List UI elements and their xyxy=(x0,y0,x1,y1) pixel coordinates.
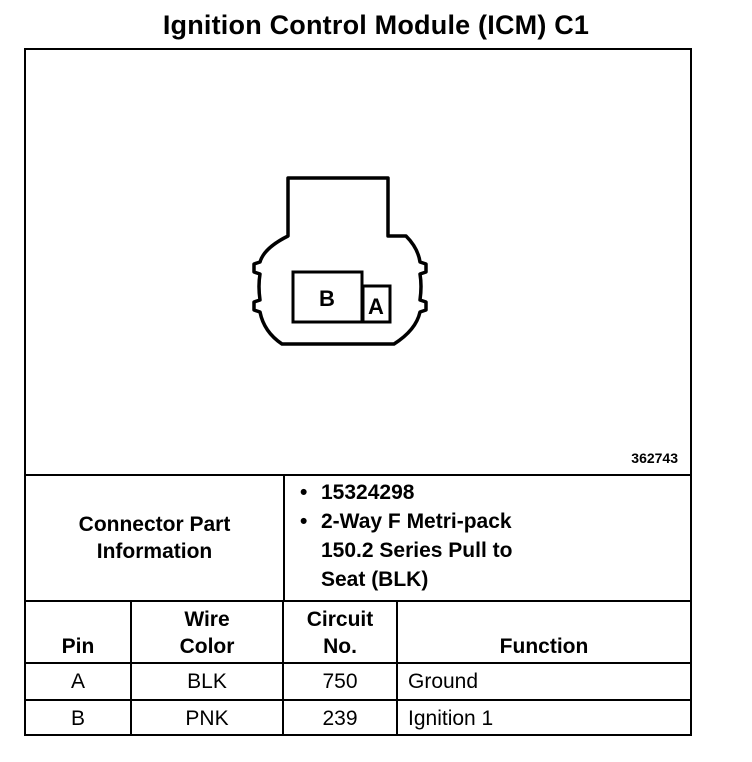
table-header-row: Pin Wire Color Circuit No. Function xyxy=(26,602,690,664)
header-wire-color: Wire Color xyxy=(130,602,284,664)
cell-pin: B xyxy=(26,699,132,736)
connector-diagram: B A 362743 xyxy=(26,50,690,476)
pinout-table: Pin Wire Color Circuit No. Function A BL… xyxy=(26,602,690,736)
cell-wire-color: PNK xyxy=(130,699,284,736)
cell-function: Ignition 1 xyxy=(396,699,690,736)
connector-outline xyxy=(252,176,428,346)
page-title: Ignition Control Module (ICM) C1 xyxy=(162,10,590,40)
connector-part-info: Connector Part Information 15324298 2-Wa… xyxy=(26,476,690,602)
header-function: Function xyxy=(396,602,690,664)
part-info-label: Connector Part Information xyxy=(26,476,285,600)
pin-cavity-a xyxy=(361,284,392,324)
part-description: 2-Way F Metri-pack 150.2 Series Pull to … xyxy=(294,507,684,594)
connector-sheet: B A 362743 Connector Part Information 15… xyxy=(24,48,692,736)
connector-drawing: B A xyxy=(252,176,428,346)
part-info-list: 15324298 2-Way F Metri-pack 150.2 Series… xyxy=(294,478,684,594)
figure-id: 362743 xyxy=(631,450,678,466)
header-pin: Pin xyxy=(26,602,132,664)
cell-pin: A xyxy=(26,662,132,701)
header-circuit-no: Circuit No. xyxy=(282,602,398,664)
cell-wire-color: BLK xyxy=(130,662,284,701)
table-row: B PNK 239 Ignition 1 xyxy=(26,699,690,736)
part-number: 15324298 xyxy=(294,478,684,507)
cell-circuit-no: 750 xyxy=(282,662,398,701)
cell-function: Ground xyxy=(396,662,690,701)
pin-label-b: B xyxy=(319,286,335,311)
table-row: A BLK 750 Ground xyxy=(26,662,690,701)
pin-label-a: A xyxy=(368,294,384,319)
cell-circuit-no: 239 xyxy=(282,699,398,736)
